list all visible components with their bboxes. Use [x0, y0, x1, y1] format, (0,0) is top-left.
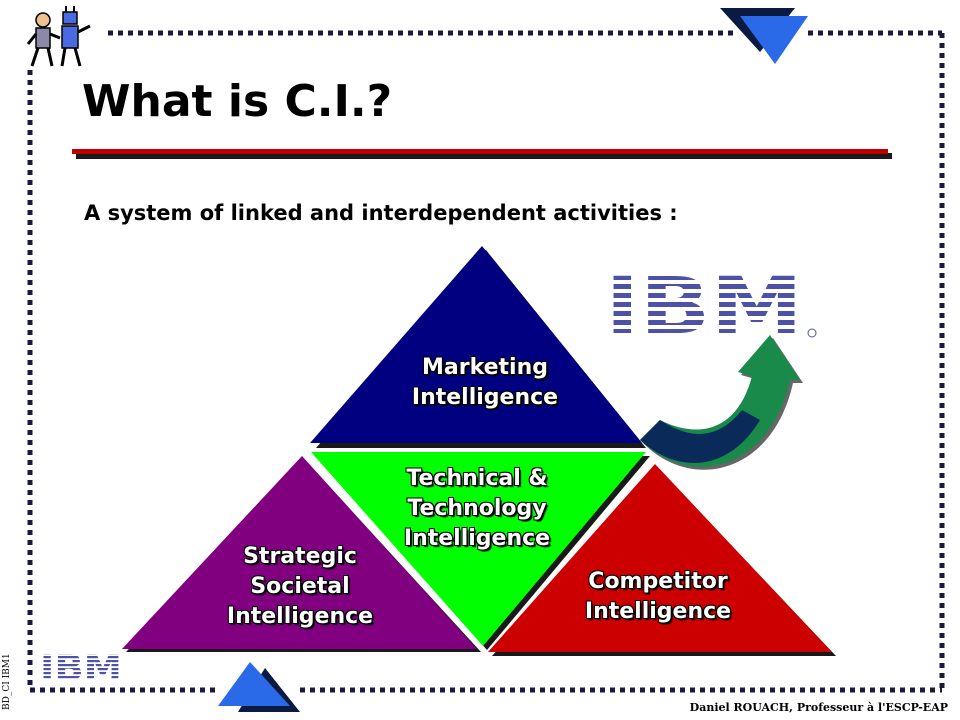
dotted-border [27, 30, 945, 693]
competitor-label: Competitor Intelligence [584, 569, 732, 624]
svg-text:IBM: IBM [605, 266, 803, 346]
strategic-triangle [122, 456, 477, 649]
subtitle: A system of linked and interdependent ac… [84, 201, 678, 225]
technical-triangle [311, 452, 646, 646]
ibm-logo-small: IBM [40, 648, 122, 686]
slide-code: BD_CI IBM1 [2, 653, 12, 710]
marketing-triangle [310, 246, 642, 443]
technical-label: Technical & Technology Intelligence [403, 466, 551, 551]
competitor-triangle [488, 464, 832, 652]
page-title: What is C.I.? [82, 76, 393, 127]
title-underline [72, 149, 892, 159]
svg-text:IBM: IBM [40, 648, 122, 686]
cartoon-people-icon [26, 6, 91, 67]
triangle-corner-icon-bottom [218, 662, 300, 712]
marketing-label: Marketing Intelligence [411, 355, 559, 410]
ibm-logo: IBM [605, 266, 817, 346]
author-credit: Daniel ROUACH, Professeur à l'ESCP-EAP [689, 701, 948, 714]
strategic-label: Strategic Societal Intelligence [226, 544, 374, 629]
curved-arrow-icon [640, 335, 803, 470]
triangle-corner-icon-top [720, 8, 808, 64]
